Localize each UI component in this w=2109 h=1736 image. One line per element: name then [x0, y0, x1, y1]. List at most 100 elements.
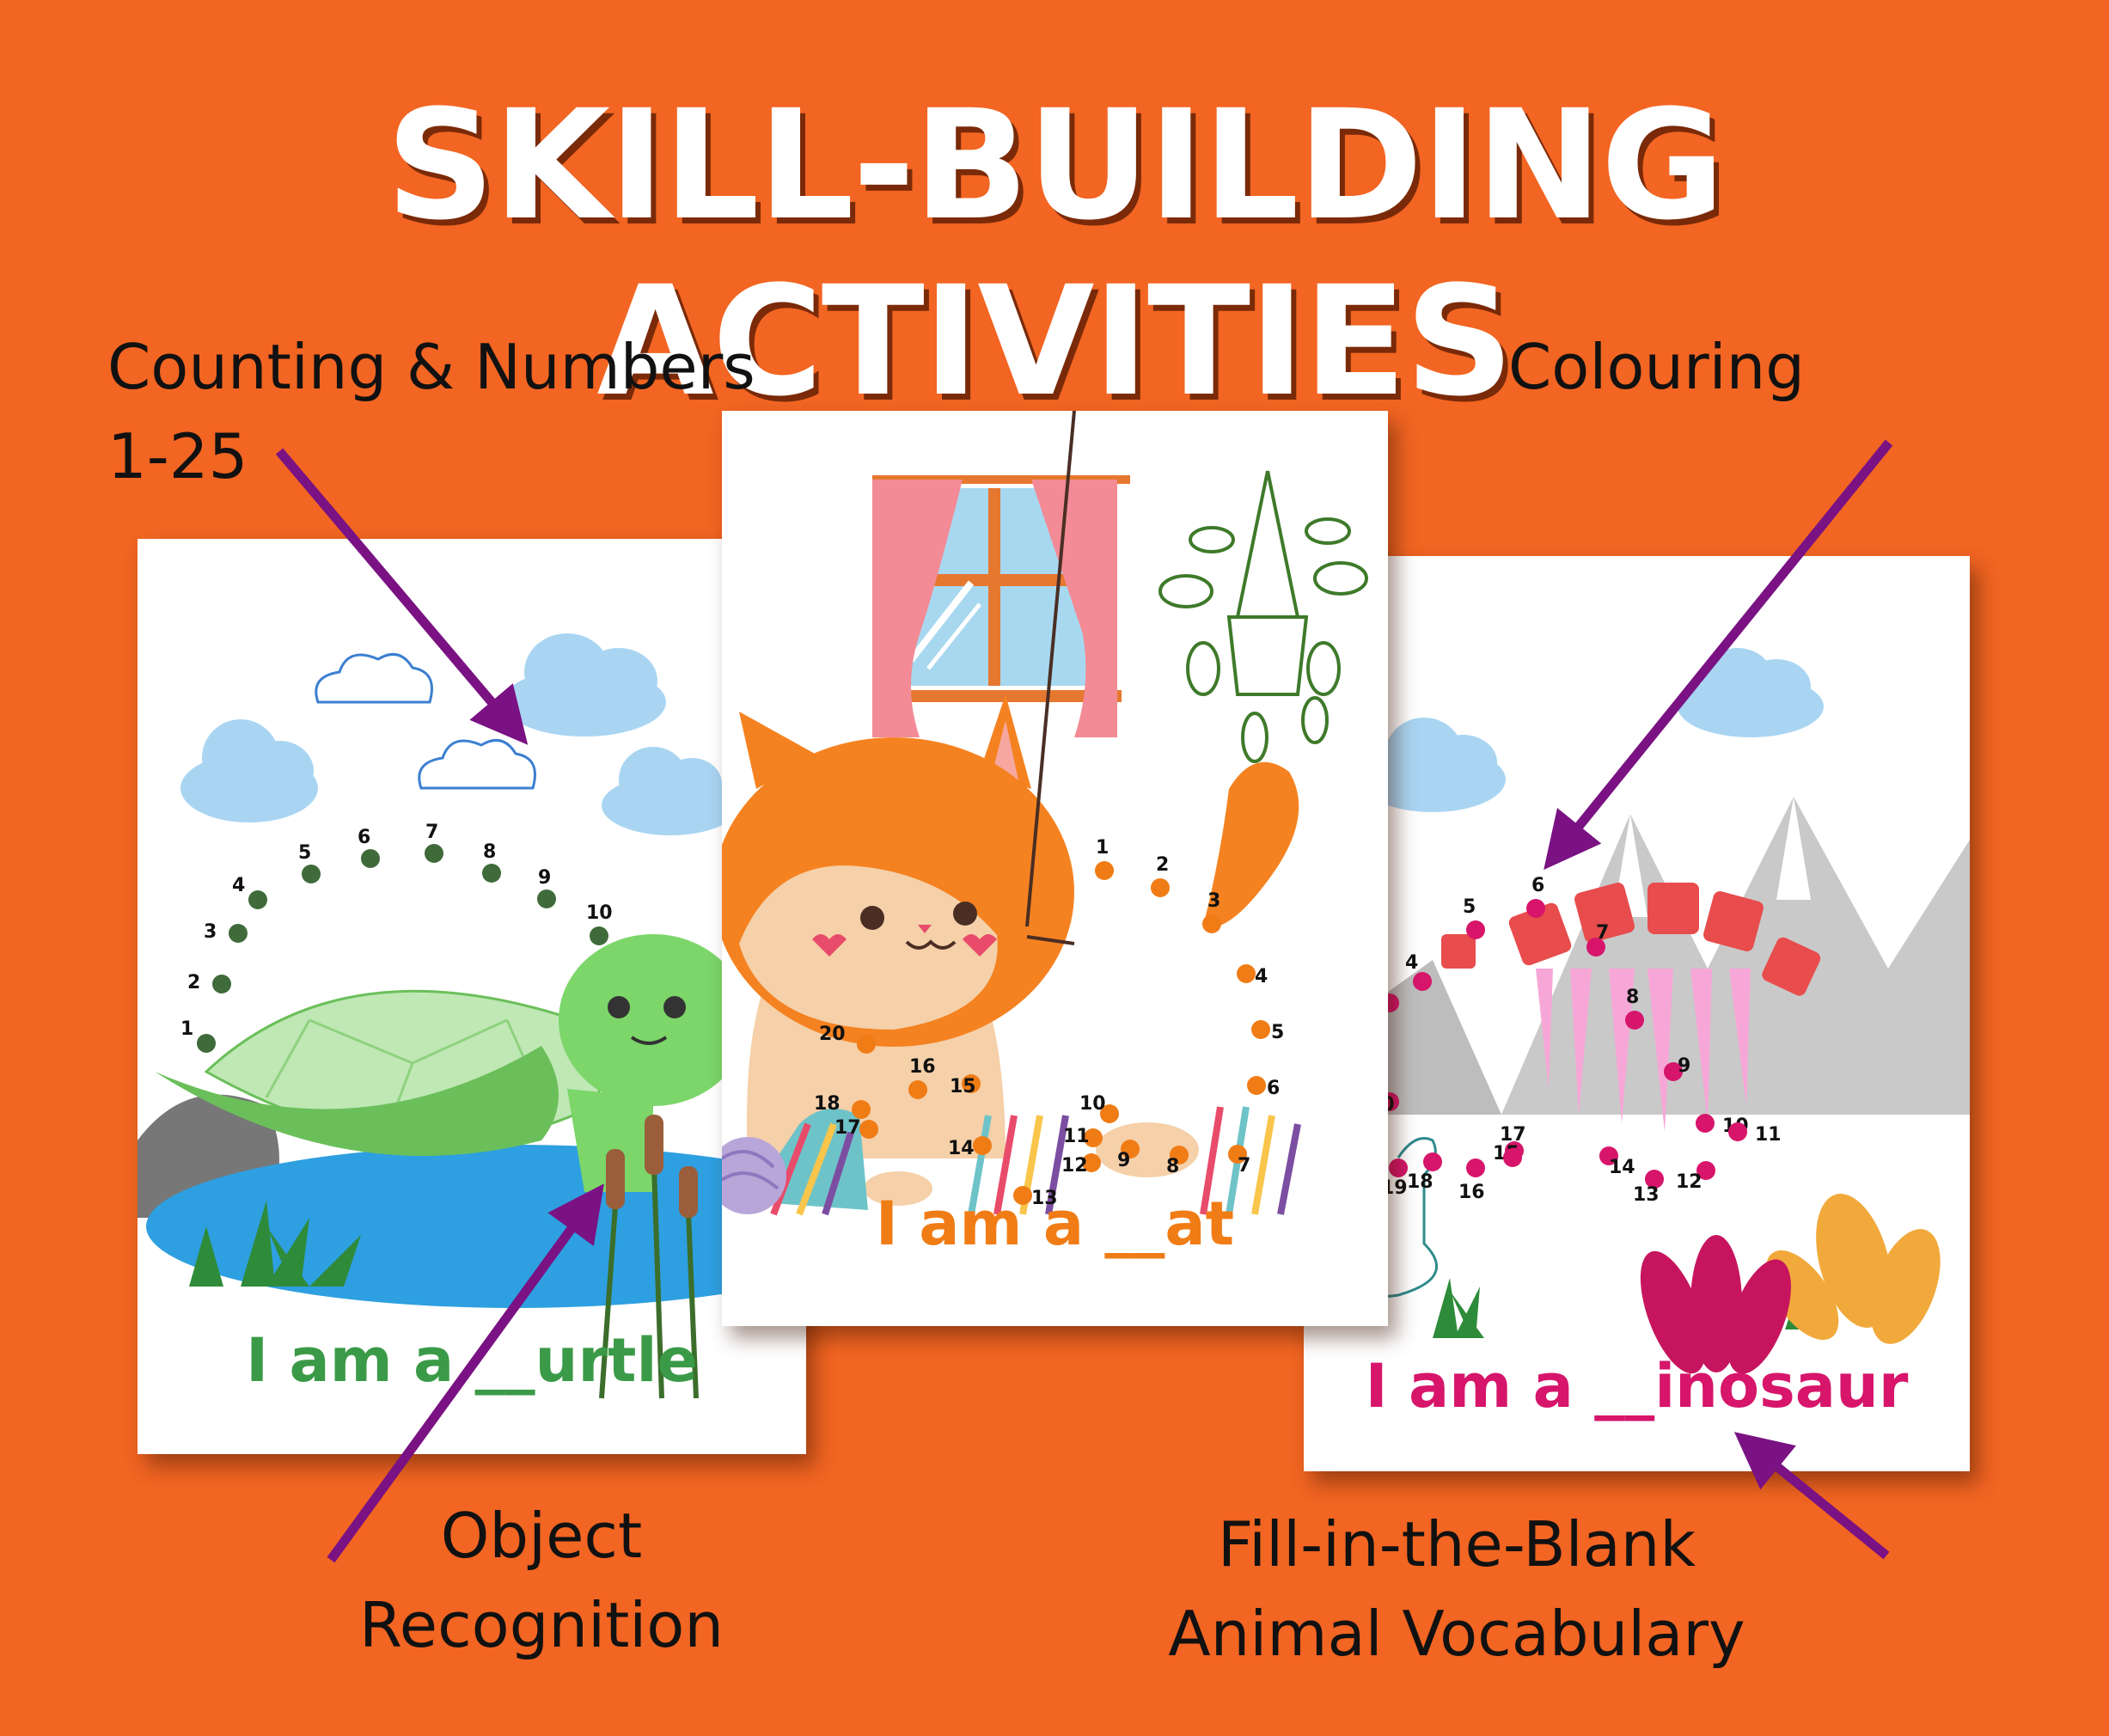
cat-caption: I am a __at [875, 1189, 1235, 1259]
dino-dot-label-9: 9 [1678, 1055, 1690, 1077]
turtle-dot-6 [361, 849, 380, 868]
cat-dot-18 [852, 1100, 871, 1119]
dino-dot-11 [1728, 1122, 1747, 1141]
dino-dot-label-14: 14 [1609, 1157, 1635, 1178]
dino-dot-label-12: 12 [1676, 1171, 1702, 1193]
dino-dot-13 [1645, 1170, 1664, 1189]
dino-dot-label-6: 6 [1531, 875, 1544, 896]
dinosaur-illustration: 234567891011121314151617181920212223 [1304, 648, 1970, 1374]
cat-dot-label-1: 1 [1096, 837, 1109, 859]
turtle-dot-label-9: 9 [538, 867, 551, 889]
cat-dot-label-13: 13 [1031, 1188, 1058, 1209]
dino-dot-5 [1466, 920, 1485, 939]
dino-dot-label-4: 4 [1405, 952, 1418, 974]
cat-dot-11 [1084, 1128, 1103, 1147]
label-counting-line2: 1-25 [107, 420, 248, 493]
dino-dot-16 [1466, 1158, 1485, 1177]
turtle-dot-label-10: 10 [586, 902, 613, 924]
turtle-dot-5 [302, 865, 321, 883]
cat-dot-label-5: 5 [1271, 1022, 1284, 1043]
cat-dot-label-16: 16 [909, 1056, 936, 1078]
turtle-dot-label-5: 5 [298, 842, 311, 864]
cat-dot-9 [1121, 1140, 1140, 1158]
cat-dot-label-2: 2 [1156, 854, 1169, 876]
cat-dot-1 [1095, 861, 1114, 880]
label-fill-in-blank: Fill-in-the-Blank Animal Vocabulary [1100, 1500, 1813, 1679]
turtle-dot-1 [197, 1034, 216, 1053]
turtle-dot-label-4: 4 [232, 875, 245, 896]
cat-dot-2 [1151, 878, 1170, 897]
dino-dot-17 [1503, 1148, 1522, 1167]
dinosaur-worksheet-card: 234567891011121314151617181920212223 I a… [1304, 556, 1970, 1471]
cat-dot-label-8: 8 [1166, 1156, 1179, 1177]
turtle-dot-label-2: 2 [187, 972, 200, 993]
dino-dot-label-11: 11 [1755, 1124, 1782, 1146]
dino-dot-19 [1389, 1158, 1408, 1177]
page-title: SKILL-BUILDING ACTIVITIES [386, 77, 1725, 430]
dinosaur-caption: I am a __inosaur [1365, 1351, 1909, 1421]
cat-dot-7 [1228, 1145, 1247, 1164]
cat-dot-6 [1247, 1076, 1266, 1095]
label-object-line2: Recognition [359, 1589, 724, 1662]
cat-dot-label-18: 18 [814, 1093, 841, 1115]
dino-dot-12 [1696, 1161, 1715, 1180]
dino-dot-6 [1526, 899, 1545, 918]
cat-dot-5 [1251, 1020, 1270, 1039]
cat-dot-15 [962, 1074, 981, 1093]
cat-dot-label-20: 20 [819, 1024, 846, 1045]
turtle-dot-label-3: 3 [204, 921, 217, 943]
label-counting-line1: Counting & Numbers [107, 331, 755, 403]
dino-dot-18 [1423, 1152, 1442, 1171]
cat-dot-label-12: 12 [1061, 1155, 1088, 1177]
dino-dot-label-16: 16 [1458, 1182, 1485, 1203]
cat-dot-label-4: 4 [1255, 966, 1268, 987]
cat-dot-20 [857, 1035, 876, 1054]
label-colouring: Colouring [1508, 331, 1805, 403]
cat-dot-13 [1013, 1186, 1032, 1205]
turtle-dot-7 [425, 844, 443, 863]
cat-dot-label-3: 3 [1207, 890, 1220, 912]
turtle-dot-2 [212, 975, 231, 993]
label-fill-line1: Fill-in-the-Blank [1217, 1508, 1696, 1580]
cat-dot-17 [859, 1120, 878, 1139]
turtle-dot-4 [248, 890, 267, 909]
label-counting: Counting & Numbers 1-25 [107, 322, 755, 502]
cat-dot-12 [1082, 1153, 1101, 1172]
cat-dot-4 [1237, 964, 1256, 983]
cat-dot-8 [1170, 1146, 1189, 1164]
turtle-dot-3 [229, 924, 248, 943]
turtle-dot-label-1: 1 [180, 1018, 193, 1040]
turtle-dot-10 [590, 926, 608, 945]
turtle-dot-label-8: 8 [483, 841, 496, 863]
dino-dot-label-17: 17 [1500, 1124, 1526, 1146]
dino-dot-label-5: 5 [1463, 896, 1476, 918]
cat-dot-label-11: 11 [1063, 1126, 1090, 1147]
dino-dot-4 [1413, 972, 1432, 991]
label-object-line1: Object [440, 1500, 643, 1572]
cat-dot-label-15: 15 [950, 1076, 976, 1097]
cat-dot-label-6: 6 [1267, 1078, 1280, 1099]
cat-dot-label-14: 14 [948, 1138, 975, 1159]
dino-dot-14 [1599, 1146, 1618, 1165]
cat-dot-label-17: 17 [834, 1117, 861, 1139]
cat-dot-14 [973, 1136, 992, 1155]
dino-dot-10 [1696, 1114, 1715, 1133]
turtle-dot-8 [482, 864, 501, 883]
dino-dot-label-8: 8 [1626, 987, 1639, 1008]
dino-dot-label-7: 7 [1596, 922, 1609, 944]
label-object-recognition: Object Recognition [318, 1491, 765, 1671]
dino-dot-label-18: 18 [1407, 1171, 1434, 1193]
dino-dot-label-13: 13 [1633, 1184, 1660, 1206]
cat-dot-3 [1202, 914, 1221, 933]
cat-dot-10 [1100, 1104, 1119, 1123]
turtle-dot-9 [537, 889, 556, 908]
cat-dot-16 [908, 1080, 927, 1099]
label-fill-line2: Animal Vocabulary [1168, 1598, 1745, 1671]
cat-dot-label-10: 10 [1079, 1093, 1106, 1115]
